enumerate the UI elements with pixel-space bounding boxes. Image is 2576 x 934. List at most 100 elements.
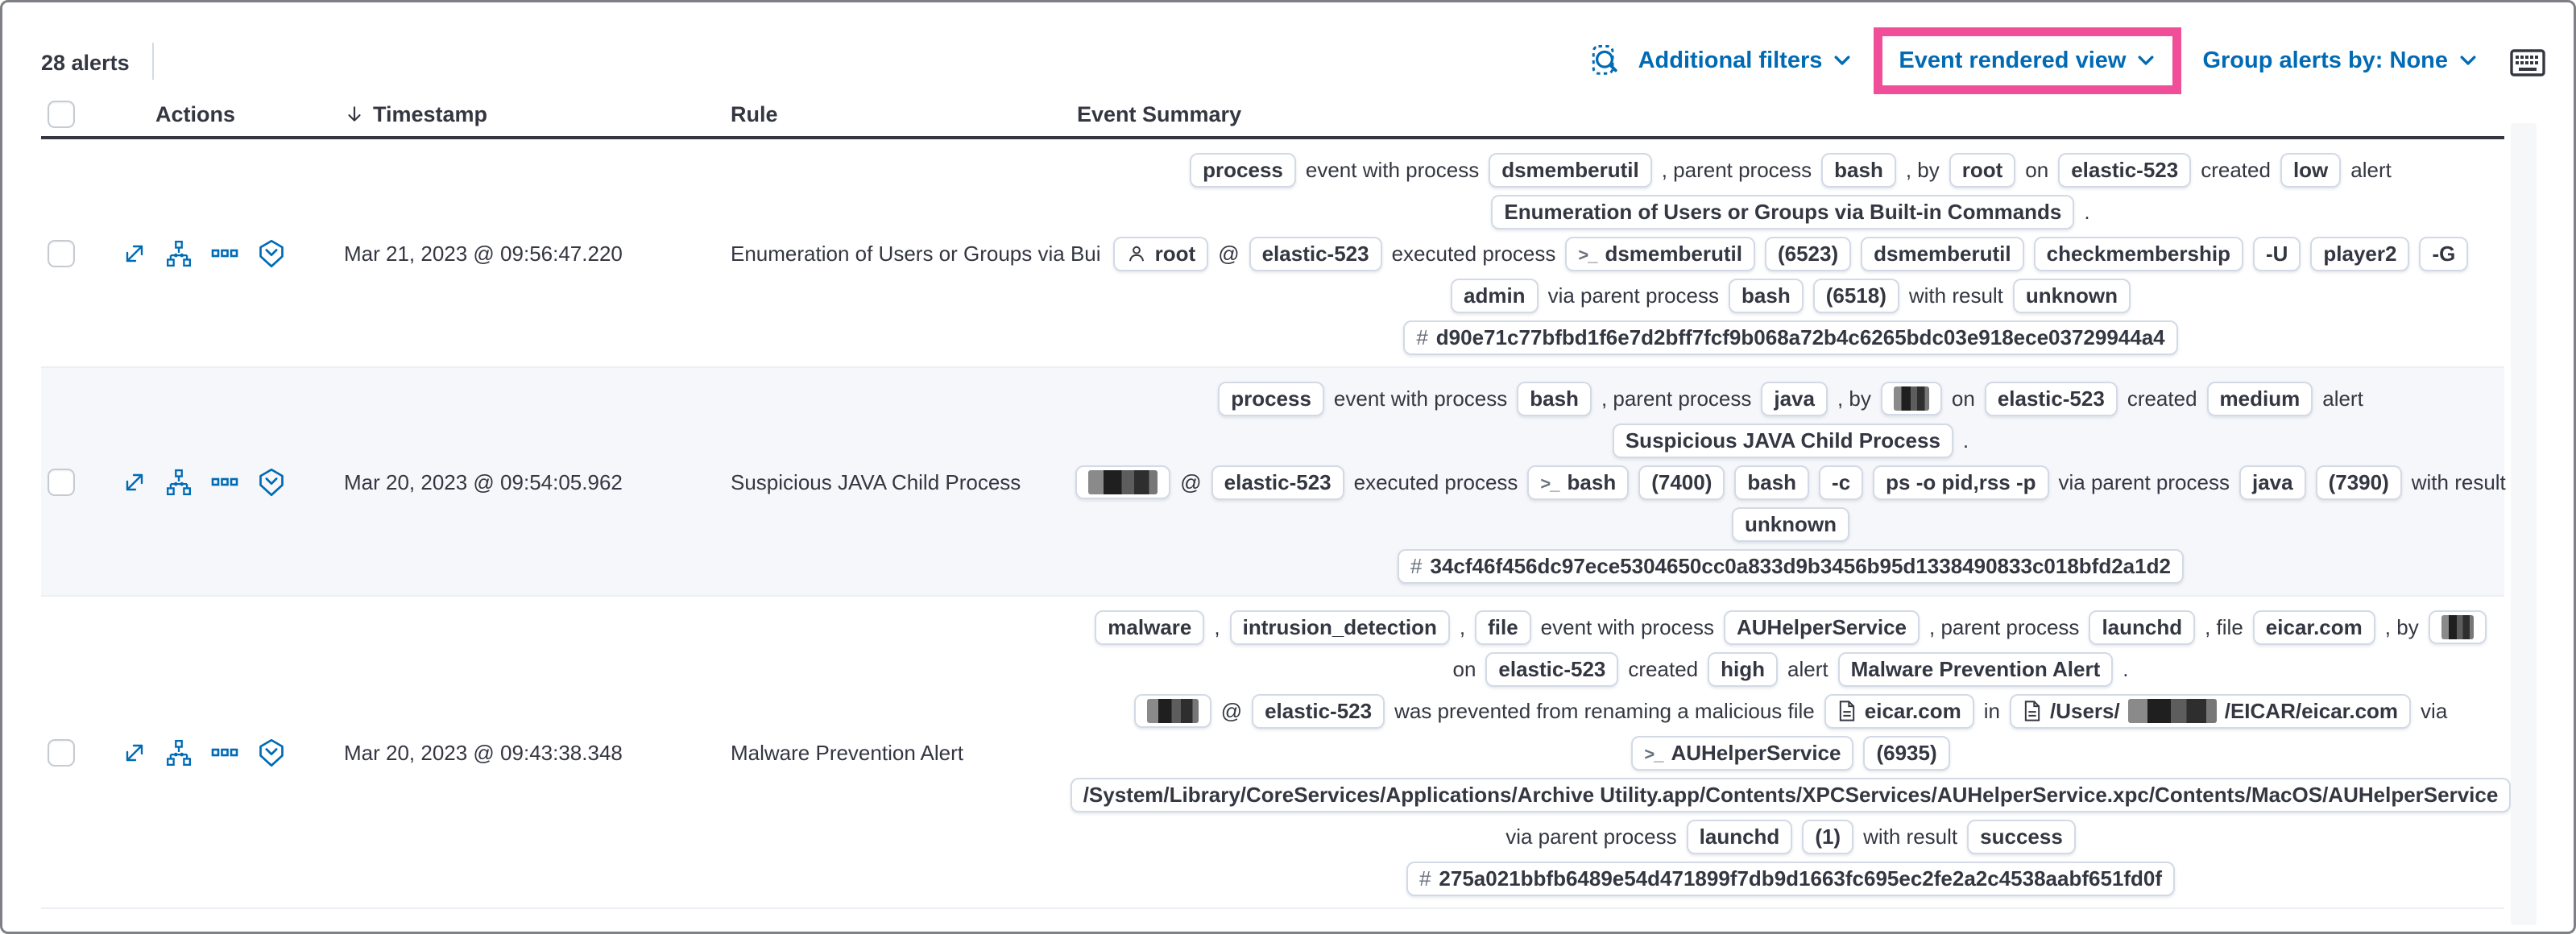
summary-badge[interactable]: (7400) bbox=[1638, 465, 1725, 500]
summary-text: via parent process bbox=[1505, 824, 1677, 849]
summary-badge[interactable]: root bbox=[1112, 236, 1209, 271]
summary-badge[interactable]: unknown bbox=[1731, 506, 1850, 542]
summary-badge[interactable]: /System/Library/CoreServices/Application… bbox=[1070, 777, 2512, 812]
summary-badge[interactable]: (6935) bbox=[1863, 735, 1950, 771]
more-actions-icon[interactable] bbox=[210, 468, 239, 497]
summary-text: with result bbox=[2411, 469, 2506, 494]
summary-badge[interactable]: (6518) bbox=[1812, 278, 1899, 313]
summary-badge[interactable]: eicar.com bbox=[1824, 693, 1974, 729]
summary-text: executed process bbox=[1391, 241, 1556, 266]
summary-badge[interactable]: >_AUHelperService bbox=[1631, 735, 1854, 771]
inspect-icon[interactable] bbox=[1588, 43, 1621, 78]
summary-badge[interactable] bbox=[2428, 610, 2487, 644]
summary-badge[interactable]: file bbox=[1475, 610, 1531, 645]
summary-badge[interactable]: process bbox=[1190, 152, 1296, 188]
summary-badge[interactable]: java bbox=[2238, 465, 2306, 500]
summary-badge[interactable]: java bbox=[1761, 381, 1828, 416]
select-all-checkbox[interactable] bbox=[48, 101, 75, 128]
summary-badge[interactable] bbox=[1075, 465, 1171, 499]
summary-badge[interactable] bbox=[1133, 694, 1211, 728]
view-selector-button[interactable]: Event rendered view bbox=[1899, 48, 2156, 74]
summary-badge[interactable]: #275a021bbfb6489e54d471899f7db9d1663fc69… bbox=[1406, 861, 2176, 896]
summary-badge[interactable]: -G bbox=[2419, 236, 2469, 271]
expand-alert-icon[interactable] bbox=[122, 740, 147, 766]
summary-badge[interactable]: process bbox=[1218, 381, 1324, 416]
summary-badge[interactable]: success bbox=[1967, 819, 2076, 854]
summary-text: , parent process bbox=[1661, 157, 1812, 182]
expand-alert-icon[interactable] bbox=[122, 241, 147, 267]
summary-line: Enumeration of Users or Groups via Built… bbox=[1077, 191, 2504, 233]
summary-badge[interactable]: root bbox=[1949, 152, 2016, 188]
summary-badge[interactable]: Enumeration of Users or Groups via Built… bbox=[1491, 194, 2075, 229]
summary-badge[interactable] bbox=[1880, 382, 1942, 415]
scrollbar-track[interactable] bbox=[2511, 123, 2537, 925]
rule-cell[interactable]: Malware Prevention Alert bbox=[731, 740, 964, 765]
summary-badge[interactable]: bash bbox=[1821, 152, 1896, 188]
group-alerts-button[interactable]: Group alerts by: None bbox=[2202, 48, 2479, 74]
summary-badge[interactable]: bash bbox=[1734, 465, 1810, 500]
summary-badge[interactable]: player2 bbox=[2310, 236, 2410, 271]
summary-badge[interactable]: Malware Prevention Alert bbox=[1837, 651, 2114, 687]
summary-badge[interactable]: #34cf46f456dc97ece5304650cc0a833d9b3456b… bbox=[1398, 548, 2184, 584]
analyzer-icon[interactable] bbox=[165, 240, 193, 267]
summary-text: in bbox=[1983, 698, 2000, 723]
summary-badge[interactable]: elastic-523 bbox=[1211, 465, 1344, 500]
summary-badge[interactable]: #d90e71c77bfbd1f6e7d2bff7fcf9b068a72b4c6… bbox=[1403, 320, 2178, 355]
summary-badge[interactable]: -U bbox=[2252, 236, 2301, 271]
session-view-icon[interactable] bbox=[257, 468, 286, 497]
summary-badge[interactable]: low bbox=[2280, 152, 2342, 188]
summary-text: , by bbox=[1837, 386, 1871, 411]
summary-badge[interactable]: dsmemberutil bbox=[1489, 152, 1652, 188]
summary-badge[interactable]: bash bbox=[1517, 381, 1592, 416]
session-view-icon[interactable] bbox=[257, 239, 286, 268]
analyzer-icon[interactable] bbox=[165, 739, 193, 767]
analyzer-icon[interactable] bbox=[165, 469, 193, 496]
more-actions-icon[interactable] bbox=[210, 239, 239, 268]
summary-badge[interactable]: /Users//EICAR/eicar.com bbox=[2010, 693, 2412, 729]
expand-alert-icon[interactable] bbox=[122, 469, 147, 495]
more-actions-icon[interactable] bbox=[210, 738, 239, 767]
summary-badge[interactable]: >_bash bbox=[1527, 465, 1630, 500]
summary-badge[interactable]: checkmembership bbox=[2033, 236, 2243, 271]
summary-badge[interactable]: Suspicious JAVA Child Process bbox=[1612, 423, 1953, 458]
summary-text: . bbox=[2123, 656, 2129, 681]
summary-badge[interactable]: elastic-523 bbox=[1485, 651, 1619, 687]
summary-badge[interactable]: intrusion_detection bbox=[1229, 610, 1450, 645]
summary-badge[interactable]: unknown bbox=[2012, 278, 2131, 313]
header-timestamp[interactable]: Timestamp bbox=[321, 102, 708, 127]
summary-text: via parent process bbox=[1547, 283, 1720, 308]
summary-badge[interactable]: eicar.com bbox=[2252, 610, 2375, 645]
summary-badge[interactable]: elastic-523 bbox=[2058, 152, 2192, 188]
header-rule[interactable]: Rule bbox=[708, 102, 1054, 127]
redacted-value bbox=[1088, 470, 1158, 494]
summary-badge[interactable]: dsmemberutil bbox=[1861, 236, 2024, 271]
summary-badge[interactable]: AUHelperService bbox=[1724, 610, 1920, 645]
additional-filters-button[interactable]: Additional filters bbox=[1638, 48, 1853, 74]
rule-cell[interactable]: Enumeration of Users or Groups via Bui bbox=[731, 241, 1101, 266]
row-checkbox[interactable] bbox=[48, 469, 75, 496]
summary-badge[interactable]: (1) bbox=[1802, 819, 1854, 854]
alert-row: Mar 20, 2023 @ 09:54:05.962 Suspicious J… bbox=[41, 368, 2506, 597]
terminal-prompt-icon: >_ bbox=[1644, 743, 1663, 764]
summary-badge[interactable]: (6523) bbox=[1764, 236, 1852, 271]
keyboard-shortcuts-icon[interactable] bbox=[2509, 48, 2546, 78]
summary-badge[interactable]: >_dsmemberutil bbox=[1565, 236, 1755, 271]
summary-badge[interactable]: -c bbox=[1819, 465, 1864, 500]
row-checkbox[interactable] bbox=[48, 240, 75, 267]
summary-badge[interactable]: high bbox=[1708, 651, 1778, 687]
rule-cell[interactable]: Suspicious JAVA Child Process bbox=[731, 469, 1021, 494]
summary-badge[interactable]: admin bbox=[1450, 278, 1539, 313]
summary-badge[interactable]: launchd bbox=[1686, 819, 1793, 854]
session-view-icon[interactable] bbox=[257, 738, 286, 767]
summary-badge[interactable]: (7390) bbox=[2315, 465, 2402, 500]
summary-badge[interactable]: medium bbox=[2206, 381, 2313, 416]
row-checkbox[interactable] bbox=[48, 739, 75, 767]
summary-badge[interactable]: ps -o pid,rss -p bbox=[1873, 465, 2049, 500]
summary-badge[interactable]: malware bbox=[1095, 610, 1205, 645]
summary-badge[interactable]: elastic-523 bbox=[1249, 236, 1382, 271]
summary-badge[interactable]: elastic-523 bbox=[1252, 693, 1385, 729]
summary-badge[interactable]: launchd bbox=[2089, 610, 2196, 645]
summary-badge[interactable]: bash bbox=[1729, 278, 1804, 313]
summary-badge[interactable]: elastic-523 bbox=[1984, 381, 2118, 416]
hash-icon: # bbox=[1410, 553, 1423, 578]
